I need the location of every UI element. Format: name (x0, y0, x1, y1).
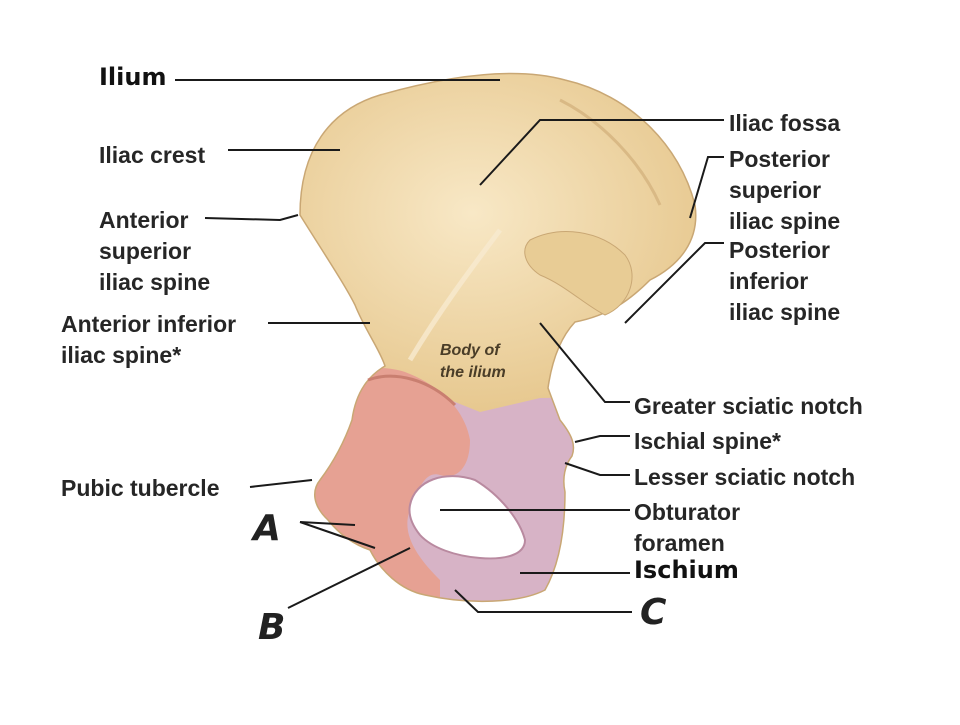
label-ischial-spine: Ischial spine* (634, 426, 781, 457)
label-body-of-the-ilium: Body of the ilium (440, 340, 506, 384)
label-posterior-superior-iliac-spine: Posterior superior iliac spine (729, 144, 840, 237)
leader-ischial-spine (575, 436, 630, 442)
label-greater-sciatic-notch: Greater sciatic notch (634, 391, 863, 422)
label-iliac-crest: Iliac crest (99, 140, 205, 171)
leader-pubic-tubercle (250, 480, 312, 487)
label-ilium: Ilium (99, 62, 166, 93)
label-obturator-foramen: Obturator foramen (634, 497, 740, 559)
label-anterior-superior-iliac-spine: Anterior superior iliac spine (99, 205, 210, 298)
label-pubic-tubercle: Pubic tubercle (61, 473, 219, 504)
blank-letter-b: B (258, 607, 285, 648)
leader-asis (205, 215, 298, 220)
leader-lesser-sciatic-notch (565, 463, 630, 475)
label-ischium: Ischium (634, 555, 739, 586)
label-anterior-inferior-iliac-spine: Anterior inferior iliac spine* (61, 309, 236, 371)
blank-letter-c: C (640, 592, 666, 633)
label-lesser-sciatic-notch: Lesser sciatic notch (634, 462, 855, 493)
label-iliac-fossa: Iliac fossa (729, 108, 840, 139)
blank-letter-a: A (253, 508, 281, 549)
label-posterior-inferior-iliac-spine: Posterior inferior iliac spine (729, 235, 840, 328)
